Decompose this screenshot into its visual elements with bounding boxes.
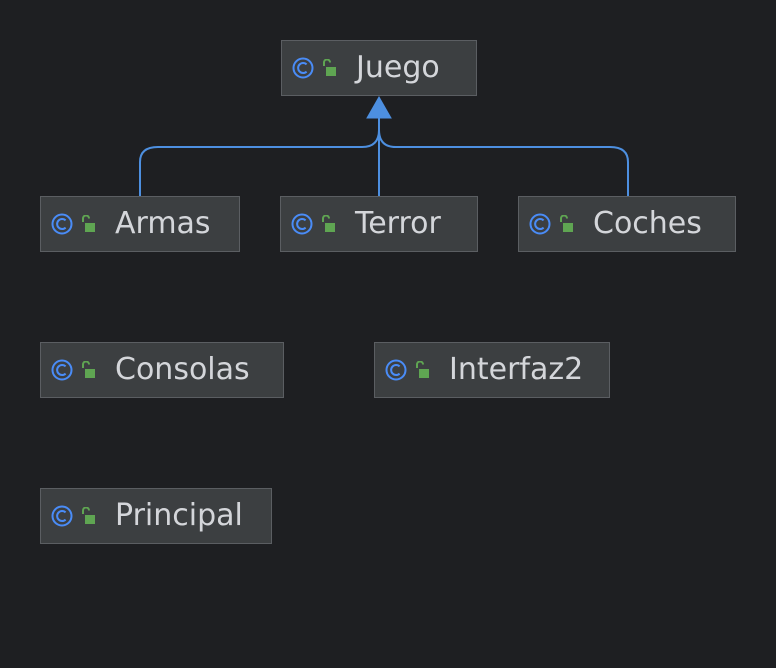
class-icon xyxy=(292,57,314,79)
class-node-armas[interactable]: Armas xyxy=(40,196,240,252)
class-node-coches[interactable]: Coches xyxy=(518,196,736,252)
class-icon xyxy=(51,213,73,235)
class-name: Terror xyxy=(355,206,441,241)
public-lock-icon xyxy=(416,361,429,378)
public-lock-icon xyxy=(82,507,95,524)
class-name: Interfaz2 xyxy=(449,352,584,387)
inheritance-arrowhead xyxy=(366,95,392,119)
edge-armas-juego xyxy=(139,116,380,196)
class-name: Consolas xyxy=(115,352,250,387)
public-lock-icon xyxy=(560,215,573,232)
class-name: Armas xyxy=(115,206,211,241)
class-node-juego[interactable]: Juego xyxy=(281,40,477,96)
class-node-interfaz2[interactable]: Interfaz2 xyxy=(374,342,610,398)
class-name: Principal xyxy=(115,498,243,533)
class-node-terror[interactable]: Terror xyxy=(280,196,478,252)
class-icon xyxy=(51,359,73,381)
public-lock-icon xyxy=(82,361,95,378)
class-name: Juego xyxy=(356,50,440,85)
class-icon xyxy=(51,505,73,527)
class-icon xyxy=(385,359,407,381)
class-icon xyxy=(291,213,313,235)
public-lock-icon xyxy=(82,215,95,232)
class-node-consolas[interactable]: Consolas xyxy=(40,342,284,398)
class-name: Coches xyxy=(593,206,702,241)
public-lock-icon xyxy=(323,59,336,76)
class-node-principal[interactable]: Principal xyxy=(40,488,272,544)
class-icon xyxy=(529,213,551,235)
edge-coches-juego xyxy=(378,116,629,196)
public-lock-icon xyxy=(322,215,335,232)
